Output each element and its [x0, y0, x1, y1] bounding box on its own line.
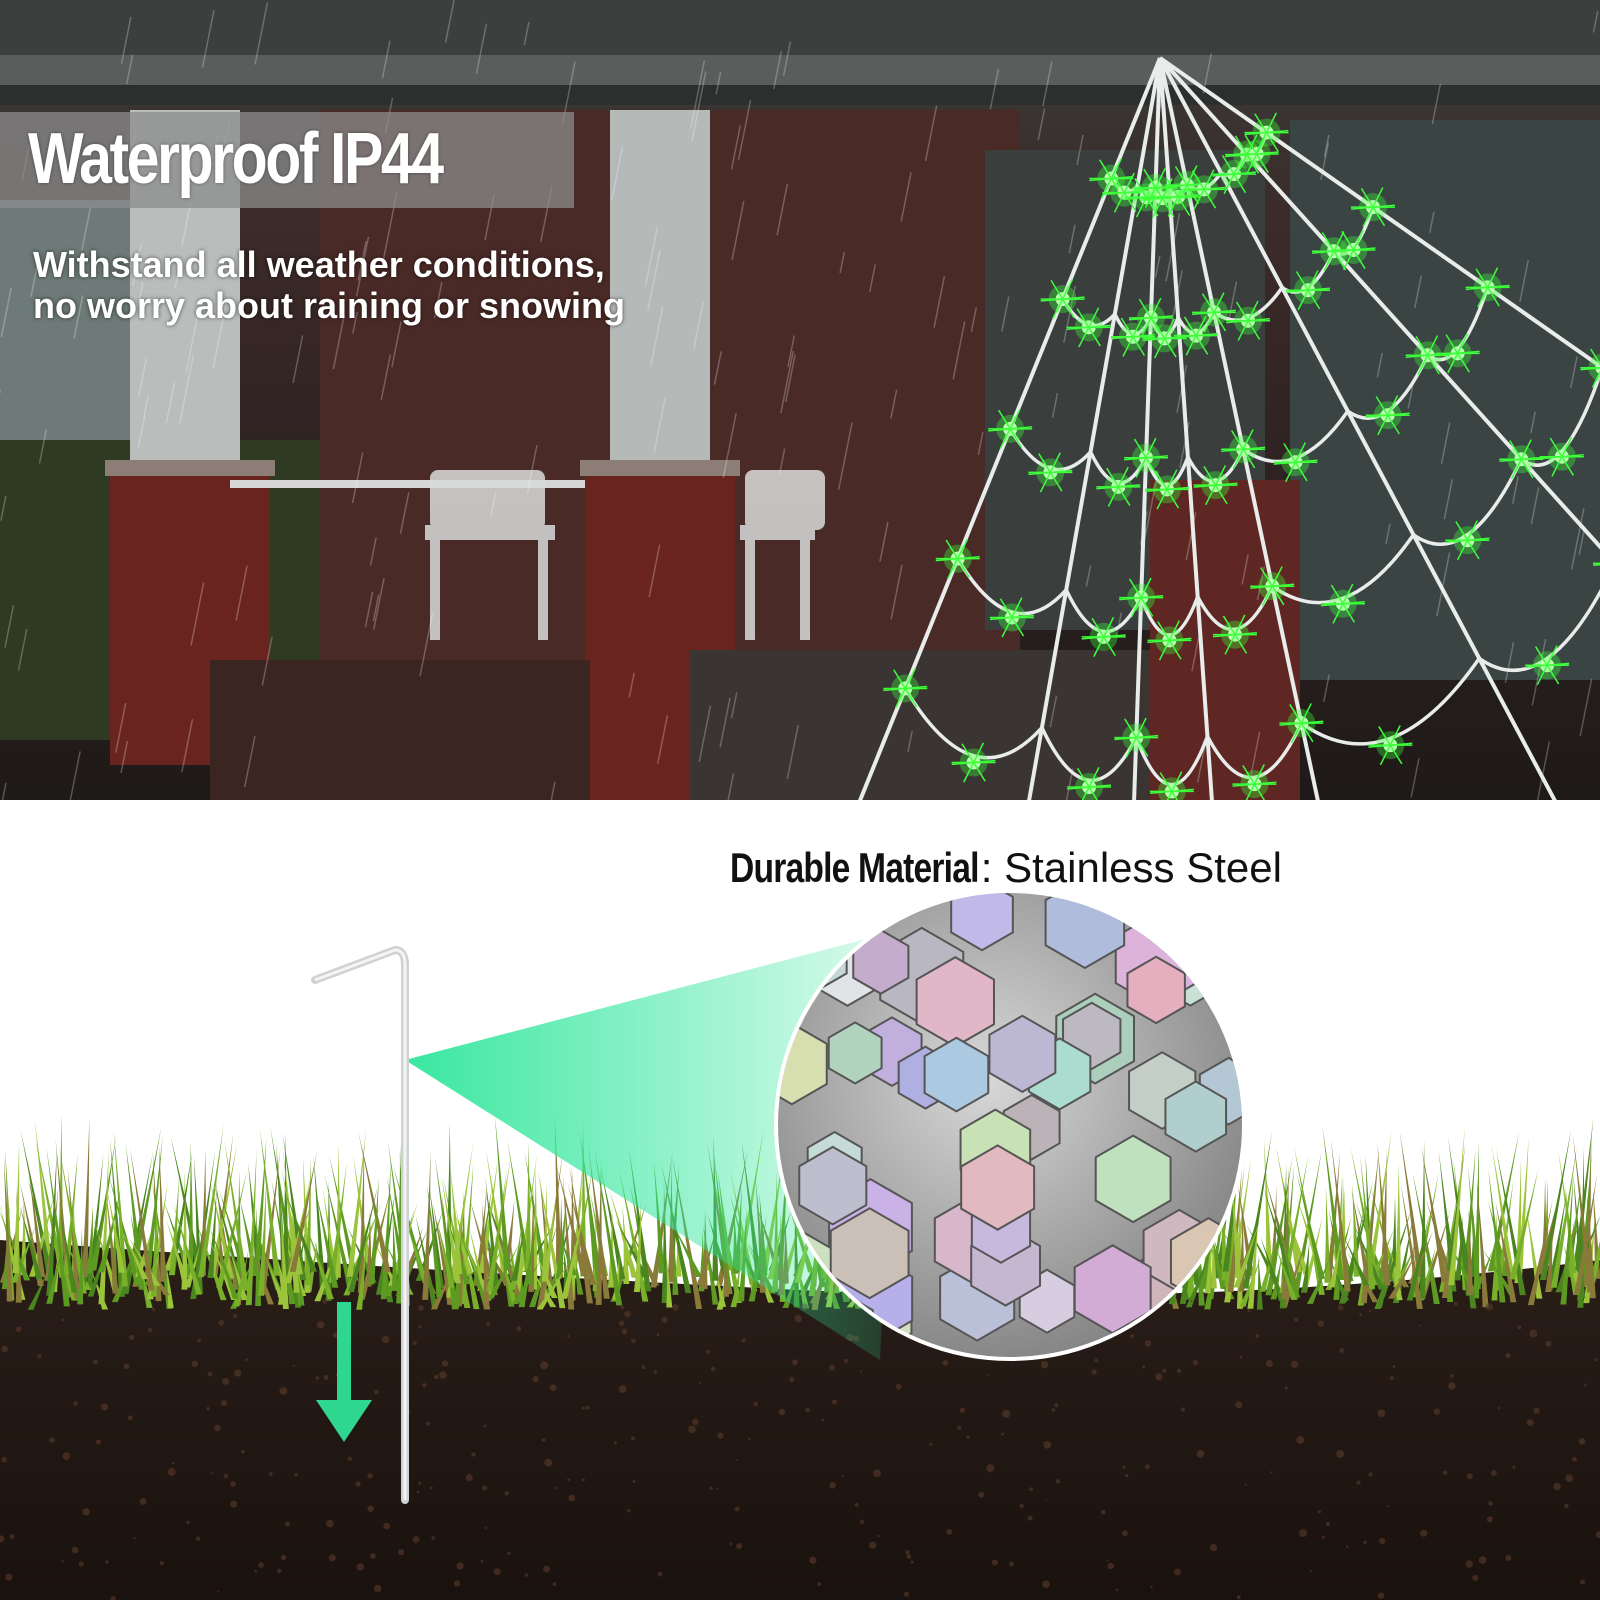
green-light — [1221, 429, 1266, 470]
green-light — [1081, 616, 1126, 657]
green-light — [1174, 315, 1219, 356]
green-light — [1279, 703, 1324, 744]
green-light — [1144, 469, 1189, 510]
green-light — [1096, 466, 1141, 507]
green-light — [988, 408, 1033, 449]
waterproof-panel: Waterproof IP44 Withstand all weather co… — [0, 0, 1600, 800]
green-light — [1234, 133, 1279, 174]
green-light — [1182, 169, 1227, 210]
green-light — [1499, 439, 1544, 480]
green-light — [1149, 771, 1194, 800]
green-light — [951, 742, 996, 783]
green-light — [1226, 300, 1271, 341]
title-banner — [0, 112, 574, 208]
green-light — [1067, 767, 1112, 800]
green-light — [1539, 436, 1584, 477]
headline-rest: : Stainless Steel — [980, 844, 1282, 891]
green-light — [1368, 725, 1413, 766]
material-panel: Durable Material: Stainless Steel — [0, 800, 1600, 1600]
green-light — [1102, 172, 1147, 213]
green-light — [1142, 318, 1187, 359]
page-title: Waterproof IP44 — [28, 119, 444, 199]
green-light — [1580, 348, 1600, 388]
green-light — [935, 538, 980, 579]
stake-scene — [0, 889, 1600, 1600]
green-light — [1445, 520, 1490, 561]
green-light — [1465, 267, 1510, 308]
green-light — [1232, 764, 1277, 800]
green-light — [1124, 437, 1169, 478]
subtitle-line-1: Withstand all weather conditions, — [33, 244, 605, 285]
green-light — [1193, 465, 1238, 506]
green-light — [1147, 620, 1192, 661]
green-light — [1028, 452, 1073, 493]
highlight-beam — [405, 930, 900, 1360]
green-light — [1192, 292, 1237, 333]
green-light — [1119, 577, 1164, 618]
green-light — [1244, 112, 1289, 153]
green-light — [1273, 442, 1318, 483]
green-light — [1286, 270, 1331, 311]
green-light — [1331, 229, 1376, 270]
green-light — [1350, 187, 1395, 228]
headline-bold: Durable Material — [730, 844, 979, 891]
green-light — [1405, 335, 1450, 376]
green-light — [1365, 395, 1410, 436]
green-light — [883, 668, 928, 709]
green-light — [989, 597, 1034, 638]
green-light — [1110, 316, 1155, 357]
green-light — [1435, 333, 1480, 374]
material-headline: Durable Material: Stainless Steel — [730, 844, 1282, 892]
green-light — [1040, 279, 1085, 320]
green-light — [1212, 614, 1257, 655]
green-light — [1320, 583, 1365, 624]
green-light — [1250, 566, 1295, 607]
green-light — [1525, 645, 1570, 686]
green-light — [1066, 307, 1111, 348]
green-light — [1114, 717, 1159, 758]
arrow-down-icon — [316, 1302, 372, 1442]
spider-web-lights — [858, 56, 1600, 800]
subtitle-line-2: no worry about raining or snowing — [33, 285, 625, 326]
